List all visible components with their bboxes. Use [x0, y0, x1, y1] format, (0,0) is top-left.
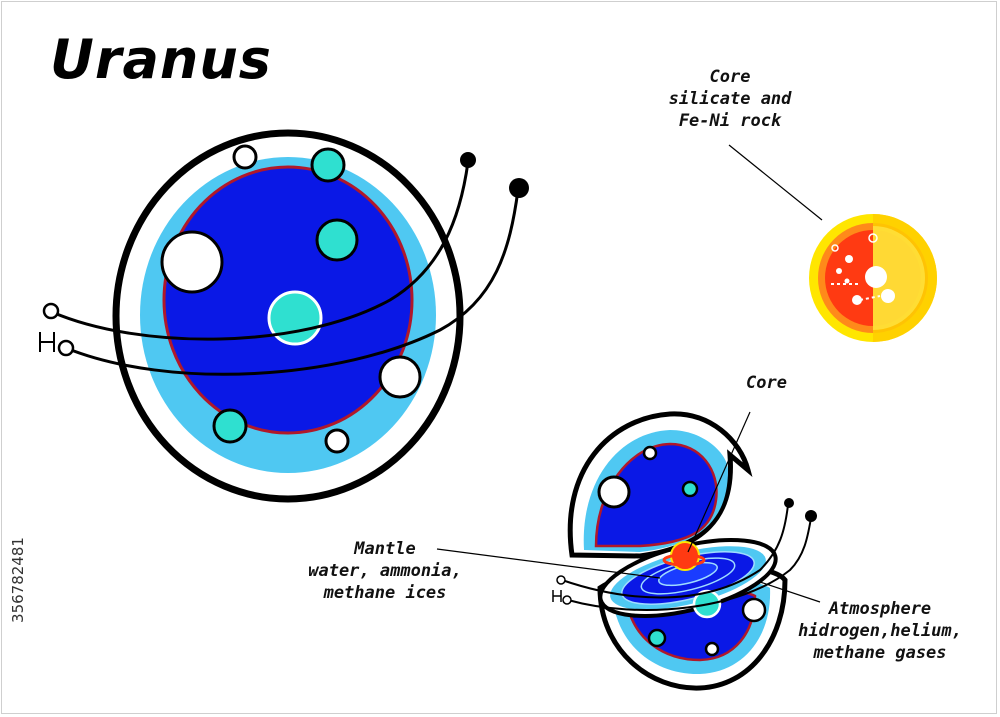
core-composition-label: Core silicate and Fe-Ni rock — [650, 66, 810, 132]
uranus-symbol-icon — [552, 590, 562, 602]
cyan-spot — [310, 147, 346, 183]
label-line: Mantle — [354, 539, 416, 559]
label-line: water, ammonia, — [308, 561, 462, 581]
stock-id-text: 356782481 — [9, 537, 27, 623]
label-line: hidrogen,helium, — [798, 621, 962, 641]
ring-end-hollow — [42, 302, 60, 320]
label-line: Fe-Ni rock — [678, 111, 782, 131]
label-line: Atmosphere — [828, 599, 932, 619]
ring-end-dot — [509, 178, 529, 198]
core-spot — [881, 289, 895, 303]
atmosphere-leader-line — [759, 581, 821, 603]
ring-curve — [567, 517, 812, 611]
core-leader-line — [687, 411, 751, 553]
white-spot — [232, 144, 258, 170]
stock-id: 356782481 — [6, 480, 30, 680]
core-spot — [852, 295, 862, 305]
label-line: methane gases — [813, 643, 947, 663]
uranus-planet-main — [39, 129, 529, 503]
label-line: Core — [709, 67, 751, 87]
ring-curve — [561, 504, 789, 599]
core-spot — [845, 255, 853, 263]
atmosphere-label: Atmosphere hidrogen,helium, methane gase… — [780, 598, 980, 664]
ring-end-hollow — [57, 339, 75, 357]
label-line: silicate and — [668, 89, 792, 109]
ring-curve — [65, 189, 520, 376]
white-spot — [378, 355, 422, 399]
ring-curve — [51, 161, 470, 341]
cyan-spot — [212, 408, 248, 444]
mantle-leader-line — [436, 548, 661, 579]
uranus-cutaway — [552, 411, 817, 691]
ring-end-dot — [460, 152, 476, 168]
cyan-spot — [315, 218, 359, 262]
uranus-symbol-icon — [39, 332, 55, 352]
core-label: Core — [746, 373, 787, 393]
mantle-label: Mantle water, ammonia, methane ices — [300, 538, 470, 604]
core-spot — [865, 266, 887, 288]
label-line: methane ices — [323, 583, 447, 603]
core-leader-line — [728, 144, 823, 221]
page-title: Uranus — [50, 28, 272, 91]
white-spot — [160, 230, 224, 294]
central-spot — [267, 290, 323, 346]
core-sphere-icon — [809, 214, 937, 342]
white-spot — [324, 428, 350, 454]
